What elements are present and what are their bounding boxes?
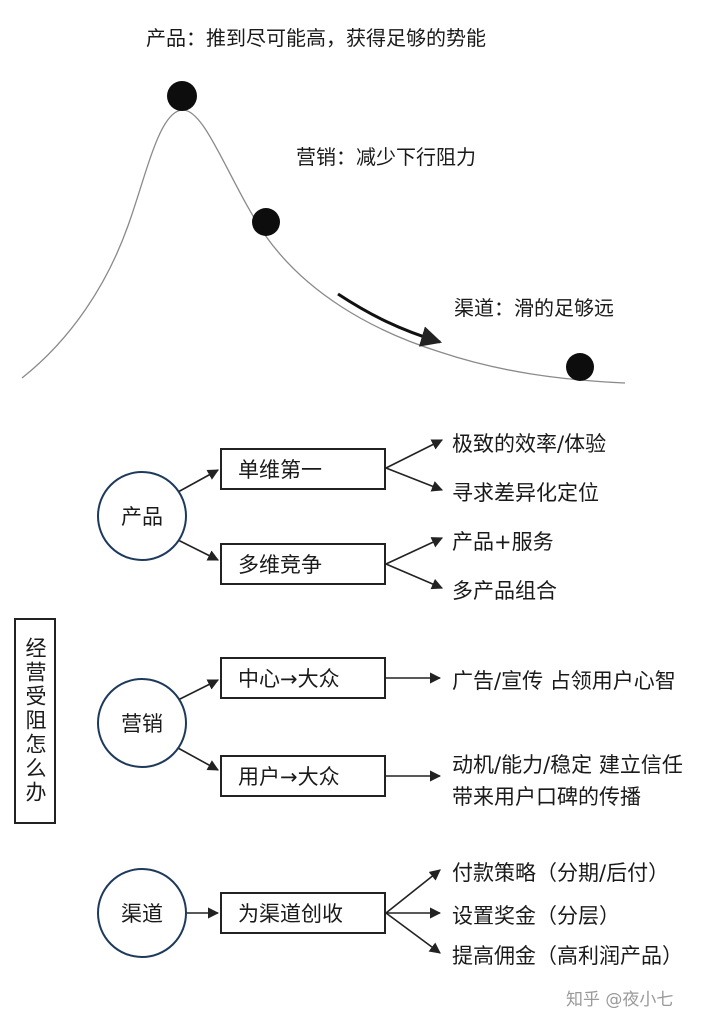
leaf-word-of-mouth: 带来用户口碑的传播 bbox=[452, 785, 641, 809]
branch-multi-dimension-label: 多维竞争 bbox=[238, 553, 322, 577]
connector-single-leaf1 bbox=[385, 439, 444, 469]
connector-multi-leaf2 bbox=[385, 563, 444, 590]
node-product-label: 产品 bbox=[121, 505, 163, 529]
watermark: 知乎 @夜小七 bbox=[566, 990, 674, 1010]
branch-channel-revenue-label: 为渠道创收 bbox=[238, 902, 343, 926]
branch-user-to-mass: 用户→大众 bbox=[220, 755, 386, 797]
branch-single-dimension: 单维第一 bbox=[220, 448, 386, 490]
connector-product-multi bbox=[177, 539, 220, 561]
branch-multi-dimension: 多维竞争 bbox=[220, 543, 386, 585]
branch-center-to-mass-label: 中心→大众 bbox=[238, 667, 340, 691]
leaf-differentiation: 寻求差异化定位 bbox=[452, 481, 599, 505]
leaf-payment-strategy: 付款策略（分期/后付） bbox=[452, 861, 670, 885]
connector-single-leaf2 bbox=[385, 467, 444, 492]
node-marketing: 营销 bbox=[97, 678, 187, 768]
leaf-multi-product: 多产品组合 bbox=[452, 579, 557, 603]
branch-channel-revenue: 为渠道创收 bbox=[220, 892, 386, 934]
leaf-efficiency: 极致的效率/体验 bbox=[452, 432, 607, 456]
channel-hill-label: 渠道：滑的足够远 bbox=[454, 296, 614, 320]
connector-marketing-center bbox=[177, 679, 220, 701]
ball-product bbox=[167, 81, 197, 111]
leaf-advertising: 广告/宣传 占领用户心智 bbox=[452, 669, 676, 693]
connector-multi-leaf1 bbox=[385, 537, 444, 565]
branch-center-to-mass: 中心→大众 bbox=[220, 657, 386, 699]
node-channel: 渠道 bbox=[97, 868, 187, 958]
connector-revenue-leaf1 bbox=[385, 869, 441, 914]
node-product: 产品 bbox=[97, 471, 187, 561]
leaf-bonus: 设置奖金（分层） bbox=[452, 904, 620, 928]
side-title: 经营受阻怎么办 bbox=[23, 637, 47, 805]
connector-marketing-user bbox=[177, 747, 219, 771]
leaf-commission: 提高佣金（高利润产品） bbox=[452, 944, 683, 968]
ball-channel bbox=[566, 353, 594, 381]
hill-curve bbox=[21, 109, 626, 384]
node-channel-label: 渠道 bbox=[121, 902, 163, 926]
leaf-trust: 动机/能力/稳定 建立信任 bbox=[452, 753, 683, 777]
connector-revenue-leaf3 bbox=[385, 912, 441, 954]
connector-product-single bbox=[177, 469, 219, 493]
side-title-box: 经营受阻怎么办 bbox=[14, 618, 56, 824]
branch-single-dimension-label: 单维第一 bbox=[238, 458, 322, 482]
node-marketing-label: 营销 bbox=[121, 712, 163, 736]
product-hill-label: 产品：推到尽可能高，获得足够的势能 bbox=[146, 26, 486, 50]
downhill-arrow bbox=[337, 292, 443, 347]
marketing-hill-label: 营销：减少下行阻力 bbox=[296, 145, 476, 169]
leaf-product-service: 产品+服务 bbox=[452, 530, 554, 554]
branch-user-to-mass-label: 用户→大众 bbox=[238, 765, 340, 789]
ball-marketing bbox=[252, 208, 280, 236]
